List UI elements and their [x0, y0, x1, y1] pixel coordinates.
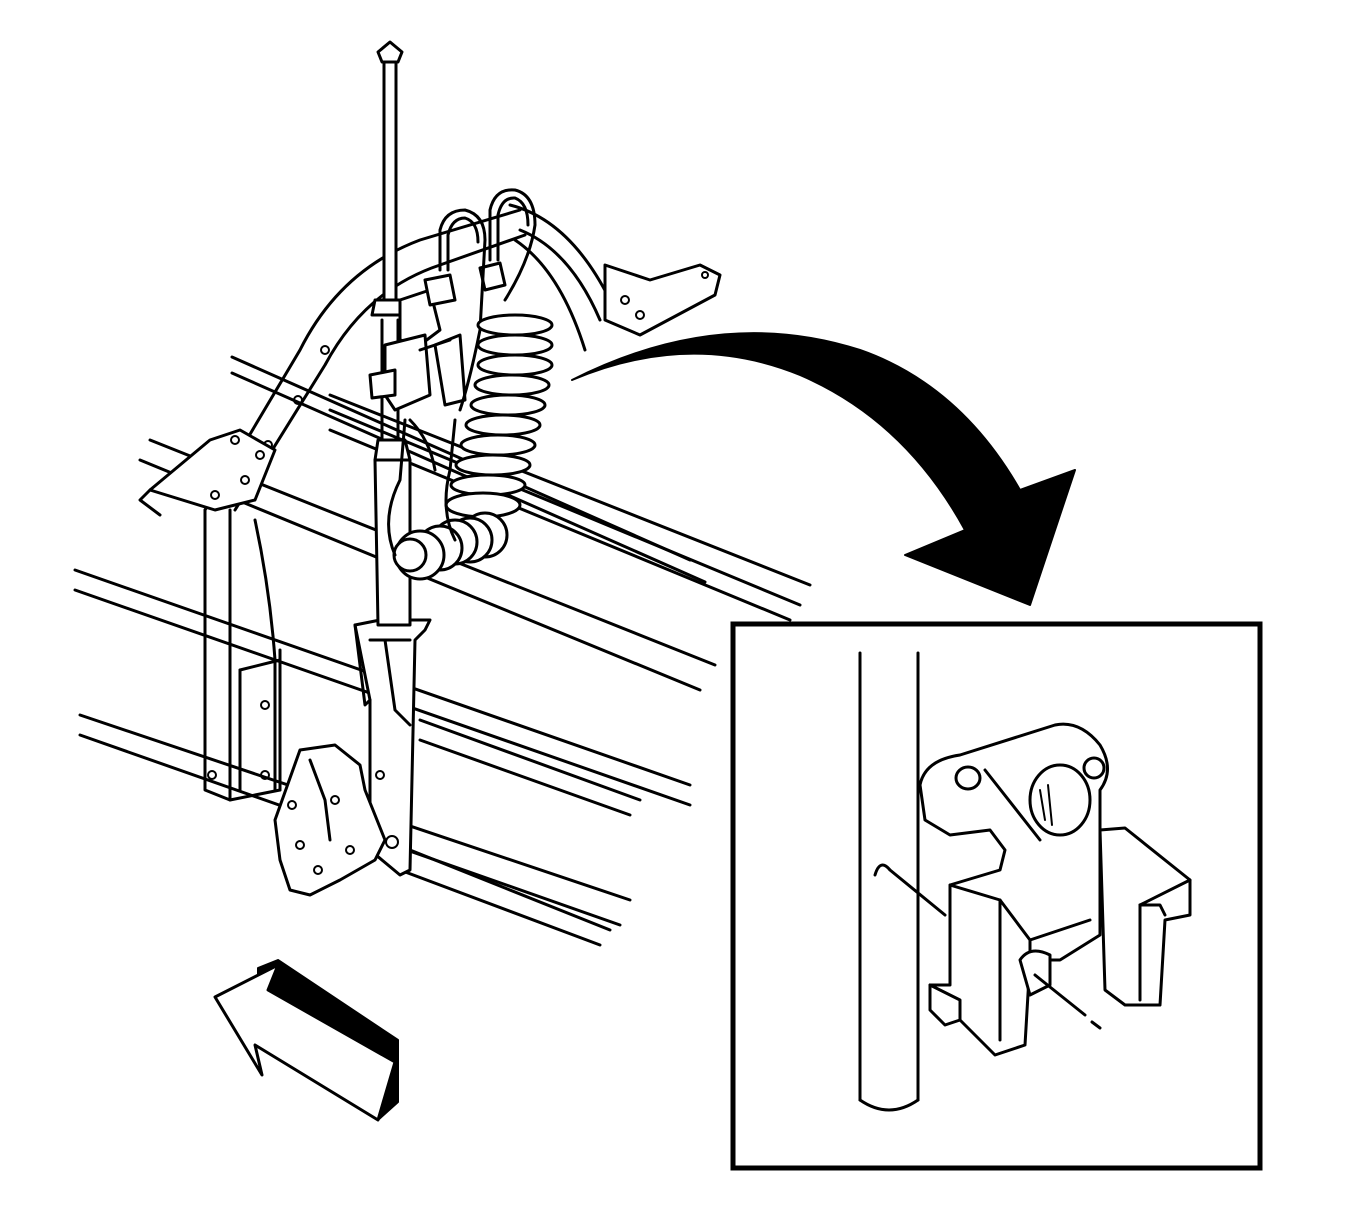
- frame-rails: [73, 355, 812, 947]
- curved-arrow-icon: [571, 332, 1076, 606]
- detail-inset: [730, 621, 1263, 1171]
- frame-column: [203, 508, 282, 802]
- frame-arch: [138, 203, 722, 517]
- inset-rod: [858, 651, 920, 1112]
- inset-cable: [873, 863, 1102, 1030]
- hinge-bracket: [273, 743, 387, 897]
- coiled-cable: [387, 188, 554, 581]
- direction-arrow-icon: [213, 959, 399, 1122]
- vertical-rod: [370, 40, 412, 627]
- inset-bracket: [918, 722, 1192, 1057]
